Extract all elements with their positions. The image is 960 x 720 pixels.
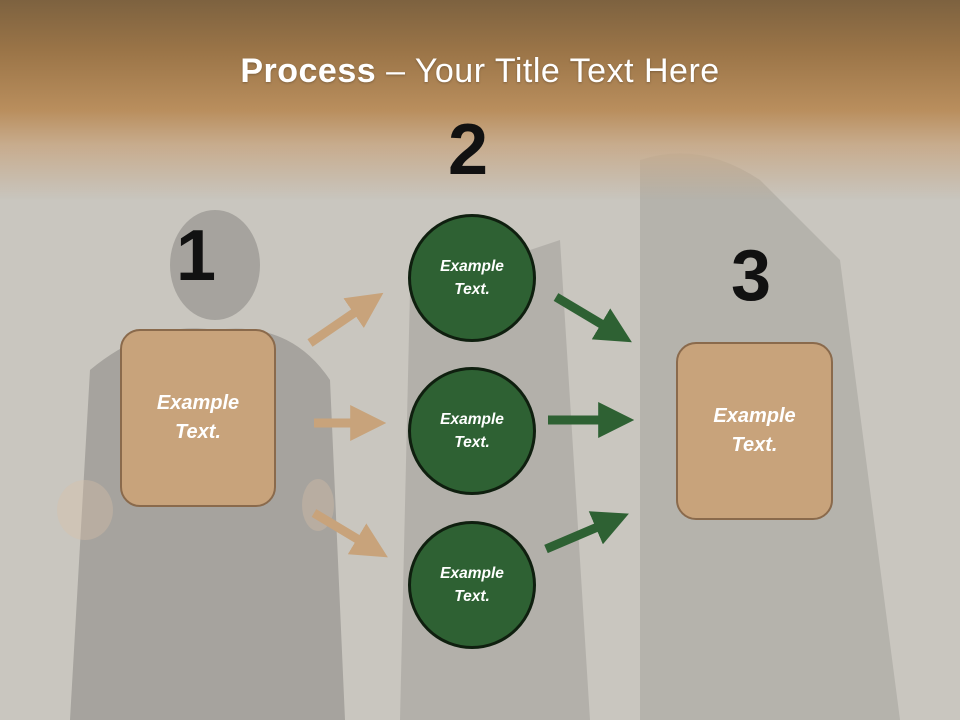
- circle-bottom-line1: Example: [440, 565, 504, 582]
- right-box-line2: Text.: [731, 434, 778, 456]
- circle-top: Example Text.: [408, 214, 536, 342]
- left-box: Example Text.: [120, 329, 276, 507]
- circle-middle-line1: Example: [440, 411, 504, 428]
- circle-top-line2: Text.: [454, 281, 490, 298]
- title-rest: – Your Title Text Here: [376, 52, 720, 90]
- circle-bottom: Example Text.: [408, 521, 536, 649]
- step-number-2: 2: [448, 110, 489, 190]
- title-band: [0, 0, 960, 200]
- left-box-line1: Example: [156, 392, 240, 414]
- circle-top-line1: Example: [440, 258, 504, 275]
- circle-bottom-line2: Text.: [454, 588, 490, 605]
- title-bold: Process: [240, 52, 377, 90]
- tan-arrow-down: [311, 509, 388, 558]
- green-arrow-up: [544, 511, 629, 554]
- circle-middle-line2: Text.: [454, 434, 490, 451]
- left-box-line2: Text.: [175, 421, 221, 443]
- green-arrow-down: [553, 293, 632, 343]
- tan-arrow-up: [307, 292, 384, 347]
- step-number-3: 3: [731, 236, 772, 316]
- right-box-line1: Example: [713, 405, 796, 427]
- right-box: Example Text.: [676, 342, 833, 520]
- circle-middle: Example Text.: [408, 367, 536, 495]
- step-number-1: 1: [176, 216, 217, 296]
- page-title: Process – Your Title Text Here: [0, 52, 960, 91]
